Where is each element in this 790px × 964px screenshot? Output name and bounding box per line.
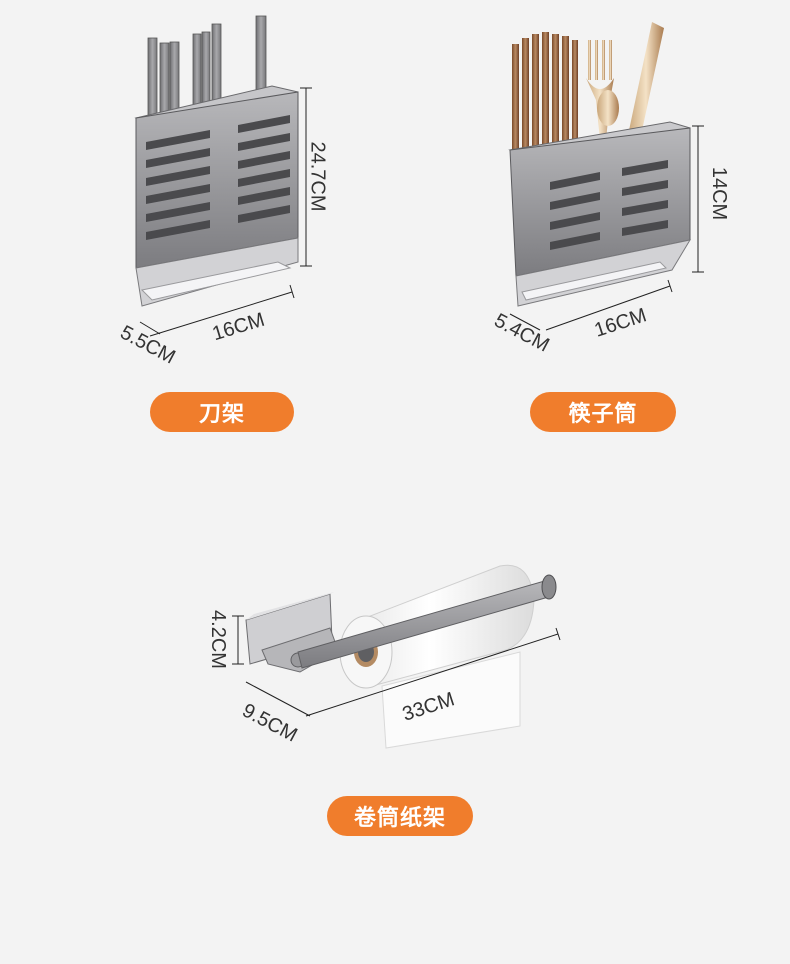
knife-holder-label: 刀架 (150, 392, 294, 432)
paper-holder-height-label: 4.2CM (206, 610, 229, 669)
knife-holder-height-label: 24.7CM (306, 141, 329, 212)
knife-holder-image (134, 15, 312, 337)
chopstick-holder-height-label: 14CM (708, 166, 731, 221)
chopstick-holder-label: 筷子筒 (530, 392, 676, 432)
chopstick-holder-image (508, 22, 704, 331)
paper-towel-holder-label: 卷筒纸架 (327, 796, 473, 836)
paper-towel-holder-image (232, 564, 561, 749)
